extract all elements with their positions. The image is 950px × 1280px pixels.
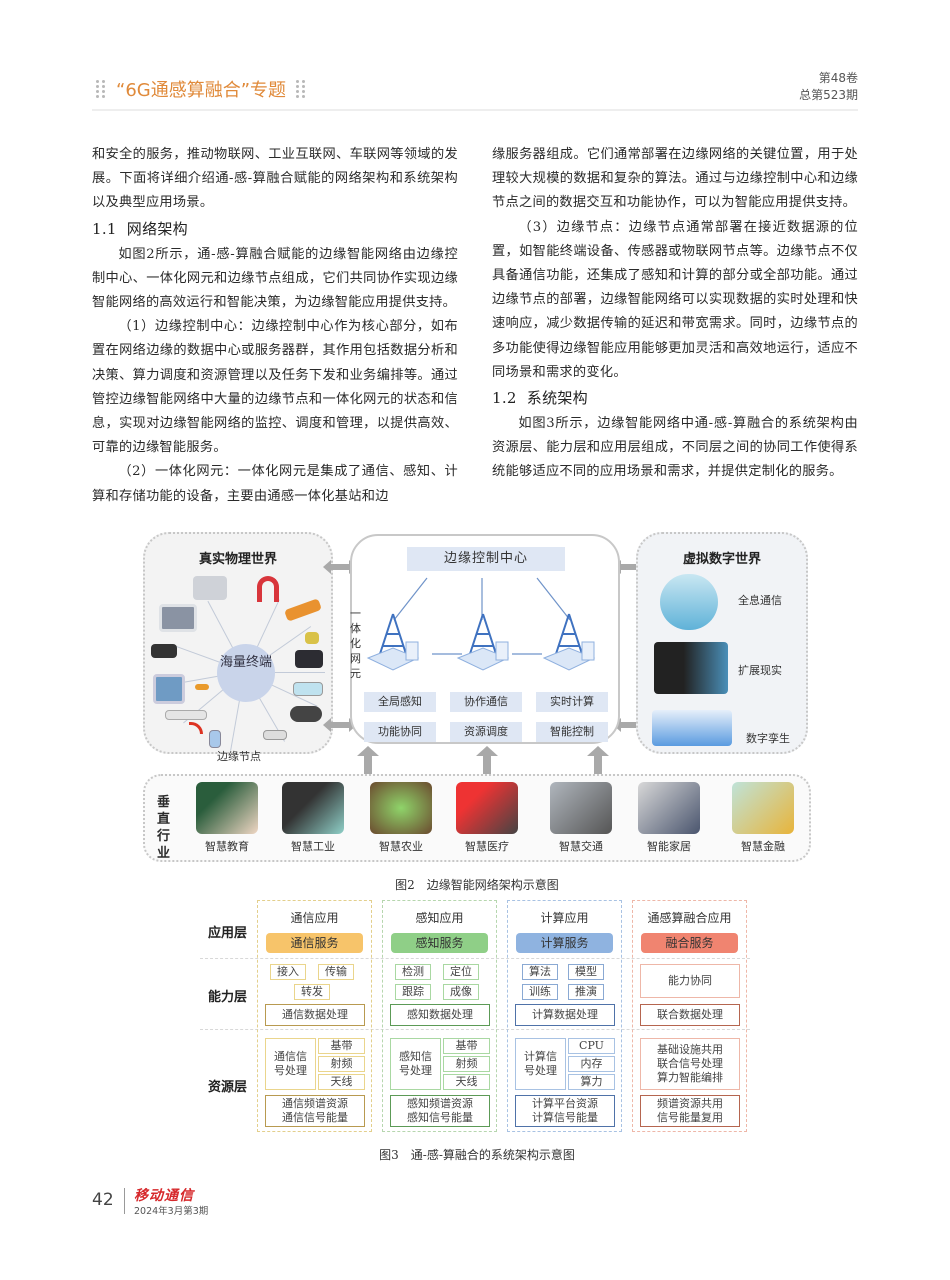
paragraph: 如图2所示，通-感-算融合赋能的边缘智能网络由边缘控制中心、一体化网元和边缘节点… xyxy=(92,246,458,311)
virtual-item-label: 扩展现实 xyxy=(738,664,782,677)
sensing-column: 感知应用 感知服务 检测 定位 跟踪 成像 感知数据处理 感知信号处理 基带 射… xyxy=(382,900,497,1132)
function-box: 全局感知 xyxy=(364,692,436,712)
function-box: 实时计算 xyxy=(536,692,608,712)
tablet-icon xyxy=(293,682,323,696)
double-arrow-icon xyxy=(323,560,357,574)
pos-terminal-icon xyxy=(295,650,323,668)
usb-drive-icon xyxy=(195,684,209,690)
fusion-column: 通感算融合应用 融合服务 能力协同 联合数据处理 基础设施共用 联合信号处理 算… xyxy=(632,900,747,1132)
physical-world-title: 真实物理世界 xyxy=(198,552,277,567)
virtual-world-title: 虚拟数字世界 xyxy=(682,552,761,567)
smart-home-icon xyxy=(638,782,700,834)
gamepad-icon xyxy=(290,706,322,722)
card-icon xyxy=(305,632,319,644)
camera-icon xyxy=(151,644,177,658)
dots-decoration-icon xyxy=(296,80,306,98)
header-divider xyxy=(92,109,858,111)
layer-label: 资源层 xyxy=(208,1080,248,1095)
laptop-icon xyxy=(159,604,197,632)
monitor-icon xyxy=(153,674,185,704)
edge-node-label: 边缘节点 xyxy=(217,750,261,763)
section-title: “6G通感算融合”专题 xyxy=(116,80,287,101)
industry-item: 智慧交通 xyxy=(541,782,621,854)
healthcare-icon xyxy=(456,782,518,834)
paragraph: （1）边缘控制中心：边缘控制中心作为核心部分，如布置在网络边缘的数据中心或服务器… xyxy=(92,319,458,456)
comm-column: 通信应用 通信服务 接入 传输 转发 通信数据处理 通信信号处理 基带 射频 天… xyxy=(257,900,372,1132)
satellite-icon xyxy=(284,598,322,622)
service-box: 感知服务 xyxy=(391,933,488,953)
integrated-network-panel: 边缘控制中心 一体化网元 全局感知 协作通信 实时计算 功能协同 资源调度 智能… xyxy=(350,534,620,744)
figure-2: 真实物理世界 海量终端 边缘节点 边缘控制中心 一体化网元 xyxy=(143,528,811,868)
base-station-icon xyxy=(542,613,596,671)
function-box: 协作通信 xyxy=(450,692,522,712)
digital-city-icon xyxy=(652,710,732,746)
printer-icon xyxy=(193,576,227,600)
agriculture-icon xyxy=(370,782,432,834)
double-arrow-icon xyxy=(323,718,357,732)
industry-item: 智慧医疗 xyxy=(447,782,527,854)
virtual-world-panel: 虚拟数字世界 全息通信 扩展现实 数字孪生 xyxy=(636,532,808,754)
keyboard-icon xyxy=(165,710,207,720)
service-box: 计算服务 xyxy=(516,933,613,953)
industry-item: 智慧教育 xyxy=(187,782,267,854)
paragraph: 如图3所示，边缘智能网络中通-感-算融合的系统架构由资源层、能力层和应用层组成，… xyxy=(492,416,858,480)
paragraph: 和安全的服务，推动物联网、工业互联网、车联网等领域的发展。下面将详细介绍通-感-… xyxy=(92,147,458,211)
paragraph: 缘服务器组成。它们通常部署在边缘网络的关键位置，用于处理较大规模的数据和复杂的算… xyxy=(492,147,858,211)
finance-icon xyxy=(732,782,794,834)
headphones-icon xyxy=(257,576,279,602)
industry-item: 智慧金融 xyxy=(723,782,803,854)
service-box: 融合服务 xyxy=(641,933,738,953)
footer-divider xyxy=(124,1188,125,1214)
issue-info: 第48卷 总第523期 xyxy=(799,70,858,104)
hologram-icon xyxy=(660,574,718,630)
terminals-hub: 海量终端 xyxy=(217,644,275,702)
double-arrow-icon xyxy=(613,560,647,574)
vertical-industries-panel: 垂直行业 智慧教育 智慧工业 智慧农业 智慧医疗 智慧交通 智能家居 智慧金融 xyxy=(143,774,811,862)
paragraph: （3）边缘节点：边缘节点通常部署在接近数据源的位置，如智能终端设备、传感器或物联… xyxy=(492,219,858,380)
layer-label: 能力层 xyxy=(208,990,248,1005)
paragraph: （2）一体化网元：一体化网元是集成了通信、感知、计算和存储功能的设备，主要由通感… xyxy=(92,464,458,504)
industry-item: 智慧农业 xyxy=(361,782,441,854)
industry-item: 智慧工业 xyxy=(273,782,353,854)
page-number: 42 xyxy=(92,1190,114,1210)
network-element-label: 一体化网元 xyxy=(350,607,361,680)
compute-column: 计算应用 计算服务 算法 模型 训练 推演 计算数据处理 计算信号处理 CPU … xyxy=(507,900,622,1132)
edge-control-center: 边缘控制中心 xyxy=(407,547,565,571)
physical-world-panel: 真实物理世界 海量终端 边缘节点 xyxy=(143,532,333,763)
base-station-icon xyxy=(366,613,420,671)
issue-total: 总第523期 xyxy=(799,88,858,102)
layer-label: 应用层 xyxy=(208,926,248,941)
issue-date: 2024年3月第3期 xyxy=(134,1206,209,1217)
section-header: “6G通感算融合”专题 xyxy=(92,76,310,102)
double-arrow-icon xyxy=(613,718,647,732)
left-column: 和安全的服务，推动物联网、工业互联网、车联网等领域的发展。下面将详细介绍通-感-… xyxy=(92,143,458,509)
right-column: 缘服务器组成。它们通常部署在边缘网络的关键位置，用于处理较大规模的数据和复杂的算… xyxy=(492,143,858,485)
figure-2-caption: 图2 边缘智能网络架构示意图 xyxy=(395,878,559,892)
virtual-item-label: 数字孪生 xyxy=(746,732,790,745)
education-icon xyxy=(196,782,258,834)
service-box: 通信服务 xyxy=(266,933,363,953)
dots-decoration-icon xyxy=(96,80,106,98)
xr-headset-icon xyxy=(654,642,728,694)
industries-title: 垂直行业 xyxy=(157,795,171,861)
volume: 第48卷 xyxy=(818,71,858,85)
router-icon xyxy=(263,730,287,740)
journal-logo: 移动通信 xyxy=(134,1188,194,1204)
connection-arrows xyxy=(393,577,571,655)
transport-icon xyxy=(550,782,612,834)
function-box: 智能控制 xyxy=(536,722,608,742)
industry-item: 智能家居 xyxy=(629,782,709,854)
base-station-icon xyxy=(456,613,510,671)
virtual-item-label: 全息通信 xyxy=(738,594,782,607)
function-box: 功能协同 xyxy=(364,722,436,742)
figure-3-caption: 图3 通-感-算融合的系统架构示意图 xyxy=(379,1148,575,1162)
wifi-icon xyxy=(189,722,203,734)
function-box: 资源调度 xyxy=(450,722,522,742)
phone-icon xyxy=(209,730,221,748)
industry-icon xyxy=(282,782,344,834)
